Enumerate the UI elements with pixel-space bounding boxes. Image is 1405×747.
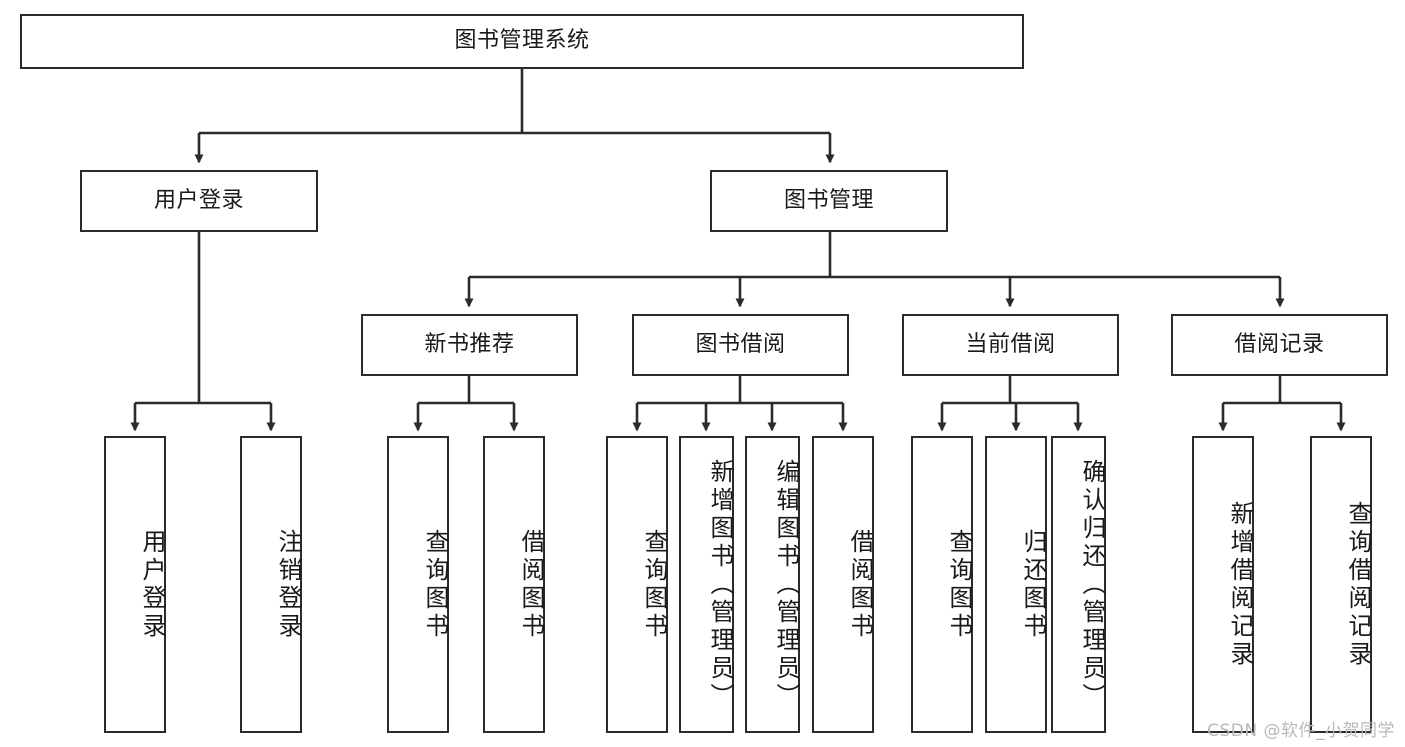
- leaf-user-login[interactable]: 用户登录: [104, 436, 166, 733]
- leaf-borrow-book[interactable]: 借阅图书: [812, 436, 874, 733]
- leaf-query-book-borrow[interactable]: 查询图书: [606, 436, 668, 733]
- node-root-system[interactable]: 图书管理系统: [20, 14, 1024, 69]
- leaf-query-book-newbook[interactable]: 查询图书: [387, 436, 449, 733]
- node-borrow-record[interactable]: 借阅记录: [1171, 314, 1388, 376]
- leaf-edit-book-admin[interactable]: 编辑图书（管理员）: [745, 436, 800, 733]
- leaf-borrow-book-newbook[interactable]: 借阅图书: [483, 436, 545, 733]
- leaf-add-borrow-record[interactable]: 新增借阅记录: [1192, 436, 1254, 733]
- node-current-borrow[interactable]: 当前借阅: [902, 314, 1119, 376]
- leaf-return-book[interactable]: 归还图书: [985, 436, 1047, 733]
- node-new-book-recommend[interactable]: 新书推荐: [361, 314, 578, 376]
- leaf-query-book-current[interactable]: 查询图书: [911, 436, 973, 733]
- node-book-management[interactable]: 图书管理: [710, 170, 948, 232]
- leaf-confirm-return-admin[interactable]: 确认归还（管理员）: [1051, 436, 1106, 733]
- leaf-logout[interactable]: 注销登录: [240, 436, 302, 733]
- node-book-borrow[interactable]: 图书借阅: [632, 314, 849, 376]
- csdn-watermark: CSDN @软件_小贺同学: [1207, 721, 1395, 741]
- leaf-add-book-admin[interactable]: 新增图书（管理员）: [679, 436, 734, 733]
- node-user-login[interactable]: 用户登录: [80, 170, 318, 232]
- leaf-query-borrow-record[interactable]: 查询借阅记录: [1310, 436, 1372, 733]
